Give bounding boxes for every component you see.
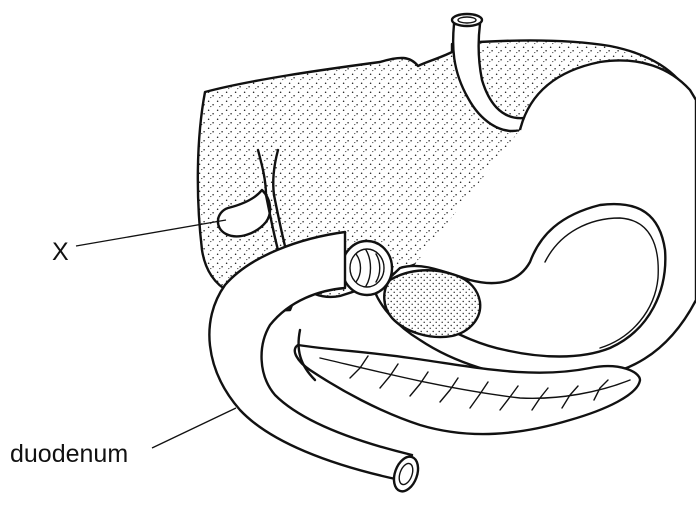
duodenum-leader-line xyxy=(152,408,236,448)
pyloric-rugae xyxy=(384,270,480,337)
x-label: X xyxy=(52,238,69,266)
esophagus-opening xyxy=(452,14,482,26)
duodenum-label: duodenum xyxy=(10,440,128,468)
